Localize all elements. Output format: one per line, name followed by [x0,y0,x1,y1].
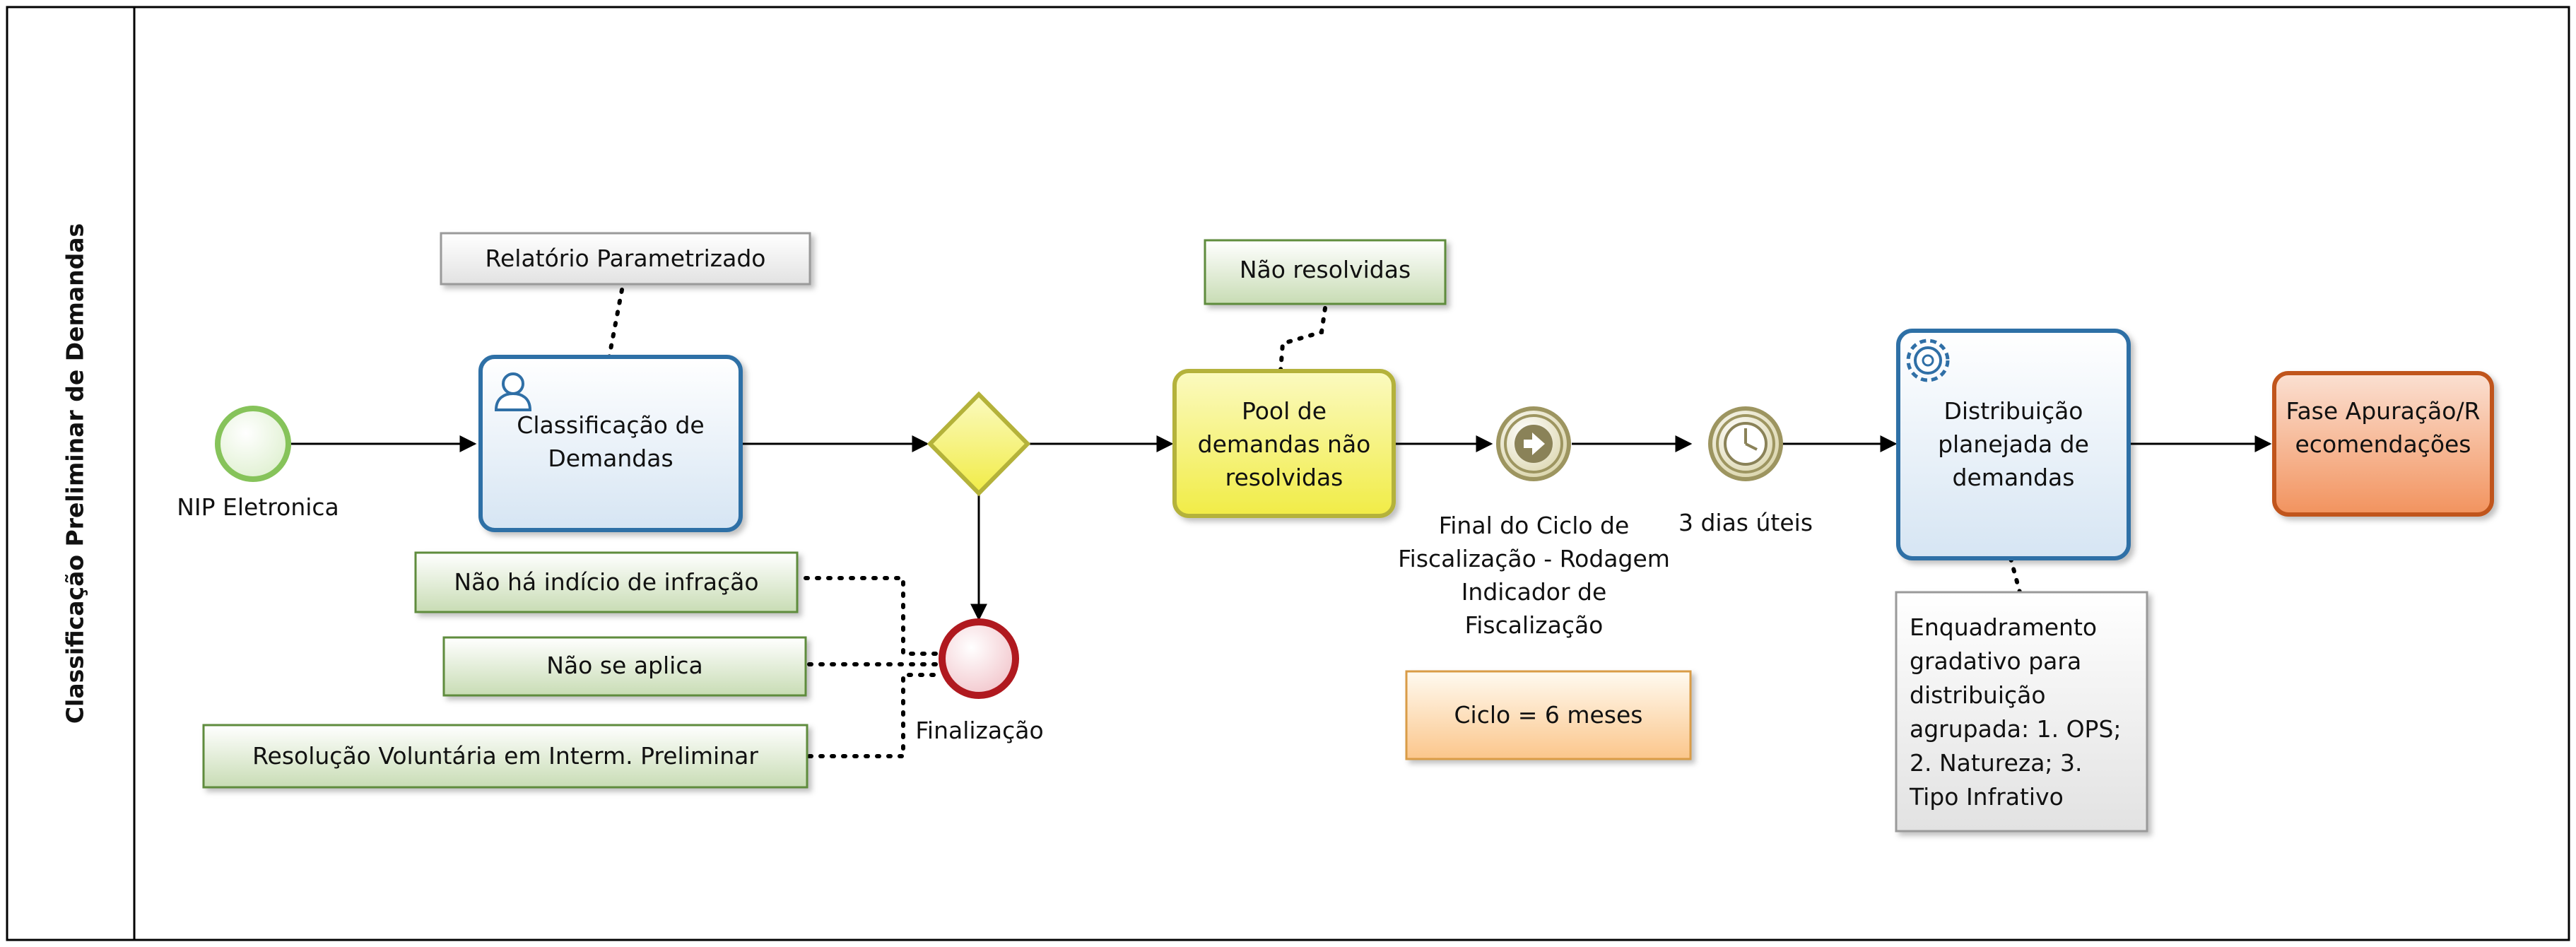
data-nao-ha-indicio-shape [414,551,799,613]
lane-title-text: Classificação Preliminar de Demandas [61,223,89,724]
start-event-circle [215,406,291,482]
task-fase-label: Fase Apuração/Recomendações [2286,397,2481,458]
task-classificacao-shape[interactable] [478,355,743,532]
task-distribuicao-label: Distribuição planejada de demandas [1938,397,2089,491]
task-pool-label: Pool de demandas não resolvidas [1197,397,1371,491]
data-nao-se-aplica-label: Não se aplica [546,652,703,679]
assoc-relatorio [607,288,624,359]
data-relatorio-label: Relatório Parametrizado [485,245,766,272]
timer-label: 3 dias úteis [1678,509,1813,536]
data-relatorio-shape [440,232,811,286]
task-pool-shape[interactable] [1172,369,1396,518]
annot-ciclo-label: Ciclo = 6 meses [1454,701,1643,729]
associations [607,288,2022,758]
assoc-resolucao [807,673,942,758]
start-event-label: NIP Eletronica [177,493,339,521]
annot-enquadramento-label: Enquadramento gradativo para distribuiçã… [1910,613,2122,811]
assoc-enquadramento [2009,556,2022,594]
annot-ciclo-shape [1405,670,1692,760]
final-ciclo-event [1496,406,1571,481]
gateway-diamond[interactable] [927,391,1031,497]
data-resolucao-shape [202,724,808,789]
data-nao-resolvidas-shape [1204,239,1447,305]
timer-event [1708,406,1783,481]
final-ciclo-label: Final do Ciclo de Fiscalização - Rodagem… [1398,512,1670,639]
end-event-label: Finalização [915,717,1044,744]
data-nao-se-aplica-shape [442,636,807,697]
data-resolucao-label: Resolução Voluntária em Interm. Prelimin… [252,742,758,770]
data-nao-resolvidas-label: Não resolvidas [1239,256,1411,283]
gear-icon [1906,339,1950,382]
task-distribuicao-shape[interactable] [1896,329,2131,560]
data-nao-ha-indicio-label: Não há indício de infração [454,568,759,596]
assoc-nao-ha-indicio [804,576,942,656]
end-event-circle [939,618,1019,699]
assoc-nao-resolvidas [1278,306,1327,373]
annot-enquadramento-shape [1895,591,2148,833]
user-icon [494,372,532,411]
task-classificacao-label: Classificação de Demandas [517,411,705,472]
pool-border [6,6,2570,941]
task-fase-shape[interactable] [2272,371,2494,517]
